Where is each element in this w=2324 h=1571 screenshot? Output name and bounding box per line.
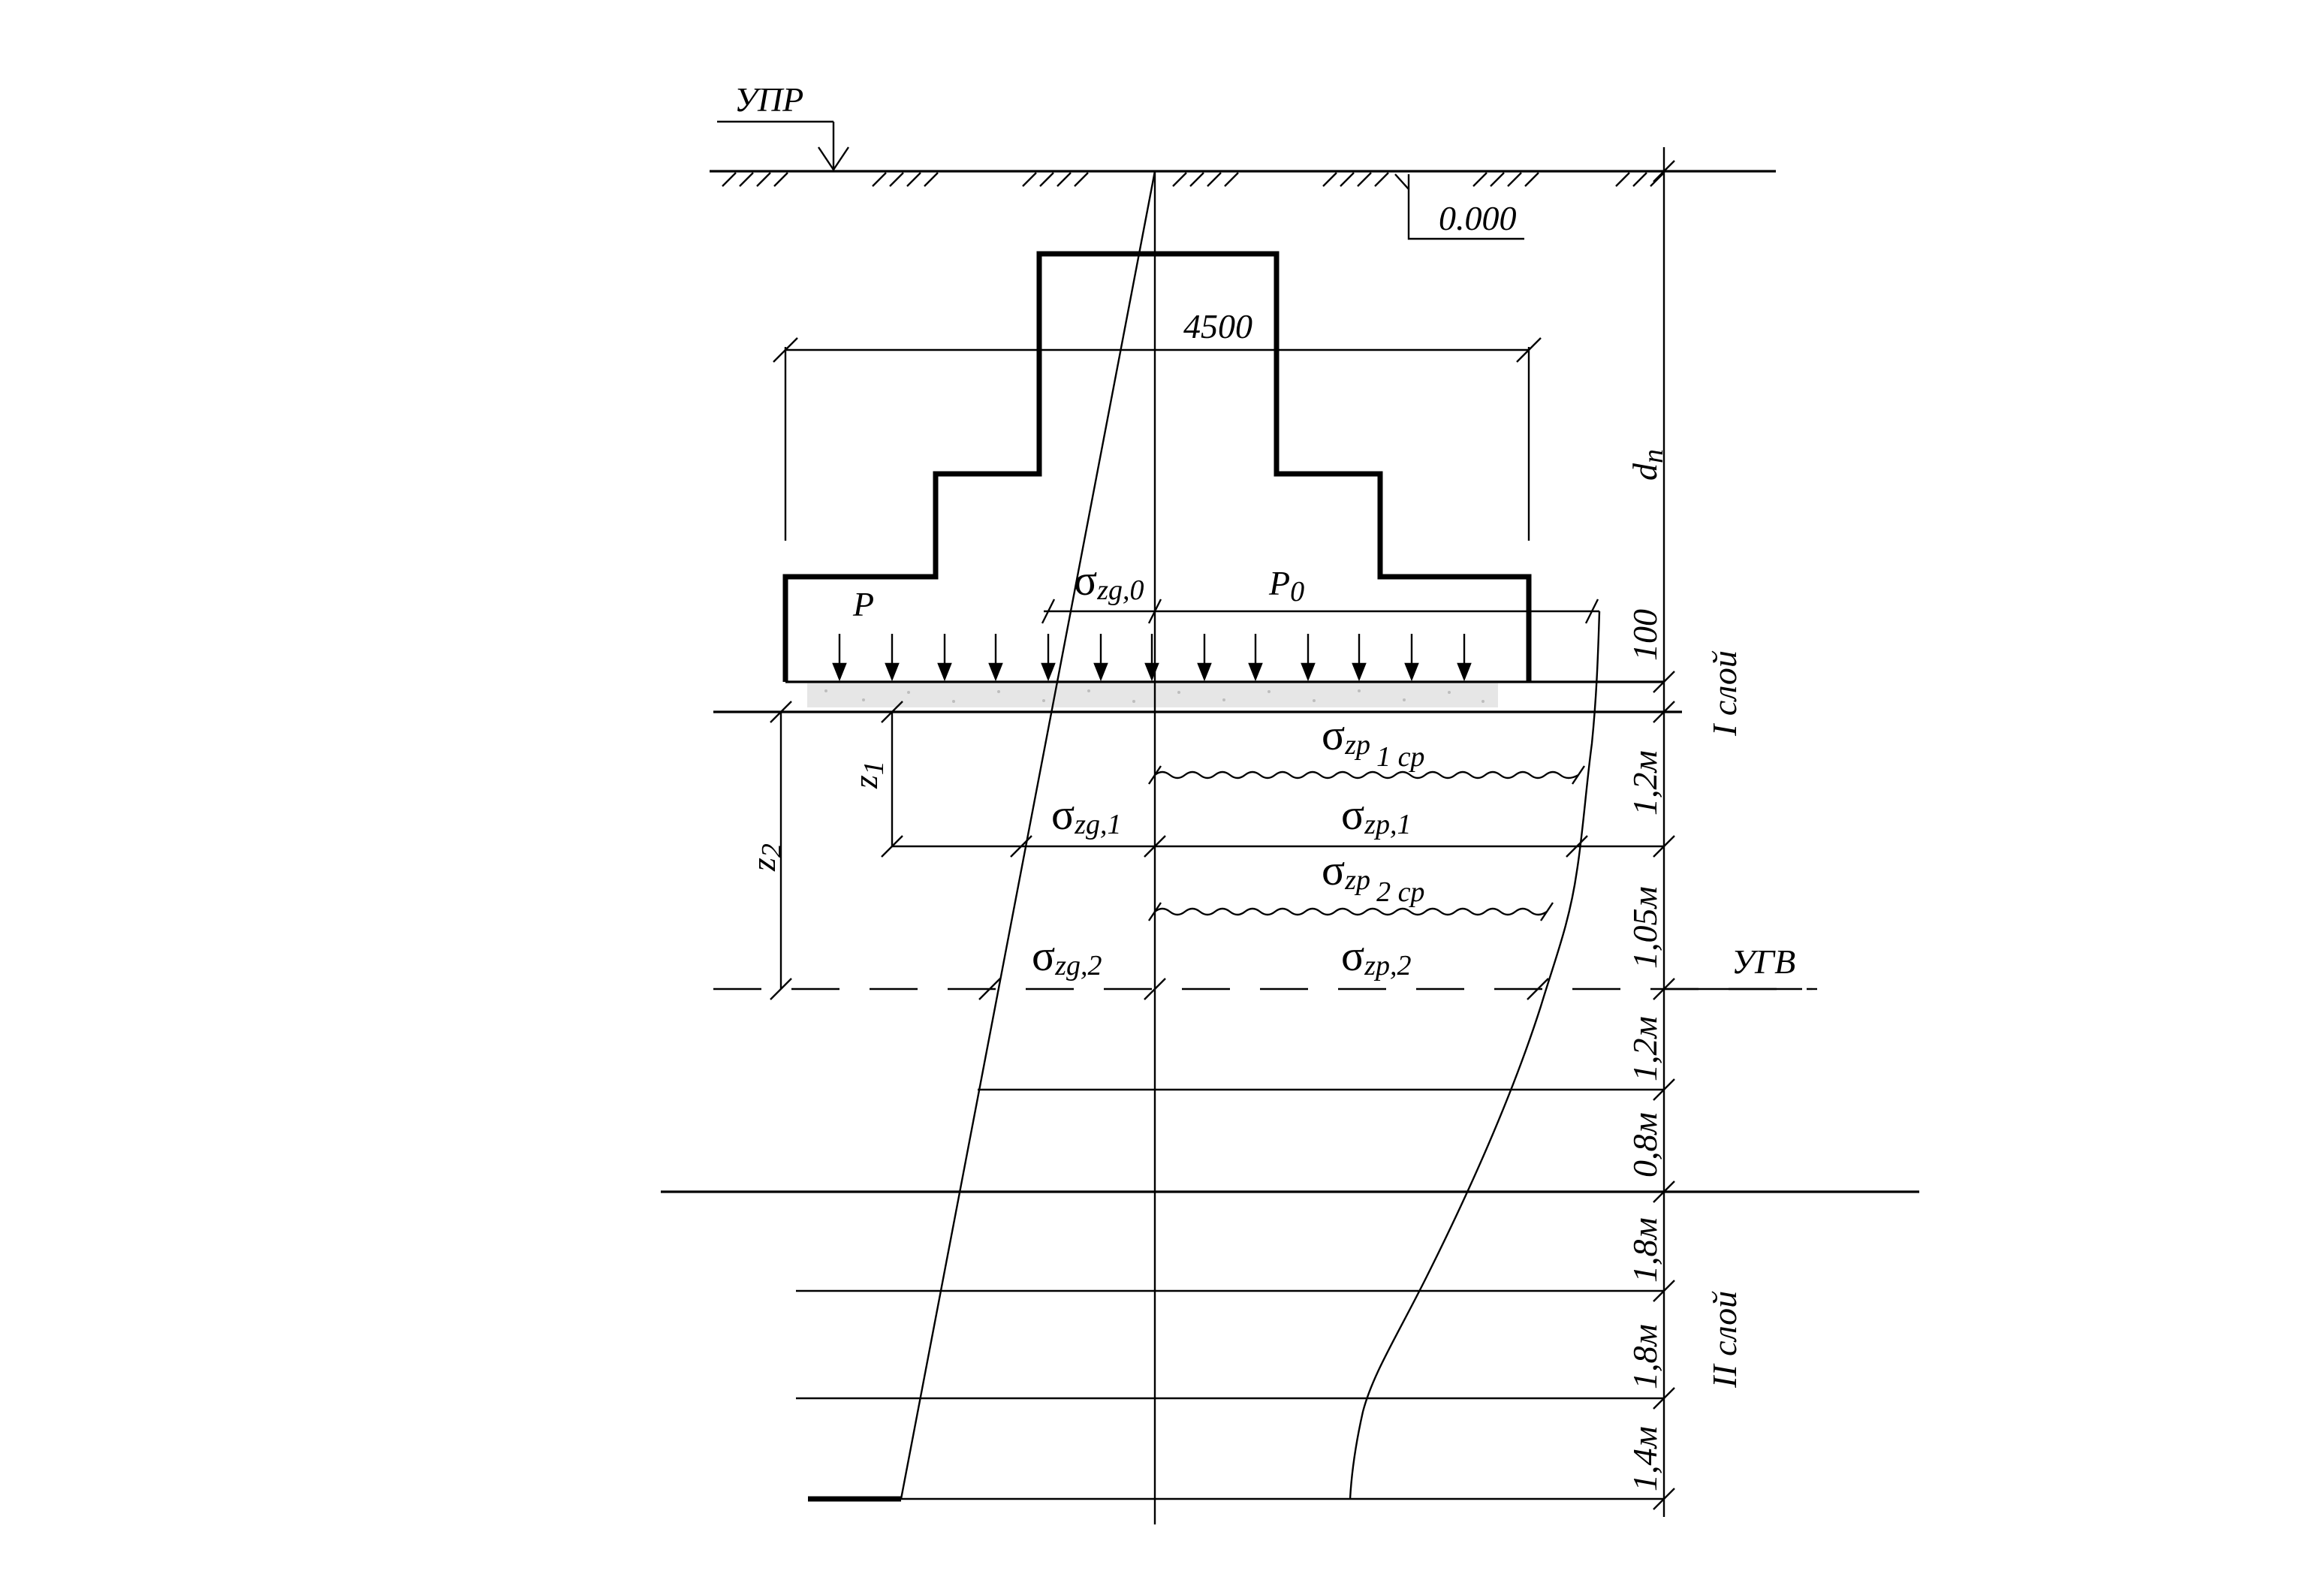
sigma-zp-diagram-curve bbox=[1349, 611, 1601, 1500]
width-dimension: 4500 bbox=[773, 307, 1542, 541]
pad-thickness-label: 100 bbox=[1626, 609, 1664, 661]
svg-text:z1: z1 bbox=[846, 761, 890, 789]
dn-subscript: n bbox=[1638, 449, 1669, 463]
sigma-zp1cp-symbol: σ bbox=[1322, 710, 1345, 759]
svg-text:z2: z2 bbox=[744, 843, 788, 872]
p0-label: P bbox=[1268, 564, 1290, 602]
svg-text:dn: dn bbox=[1626, 449, 1669, 481]
upr-label: УПР bbox=[734, 80, 803, 119]
sigma-zg1-symbol: σ bbox=[1051, 790, 1075, 839]
dn-label: d bbox=[1626, 463, 1664, 481]
sigma-zp1-subscript: zp,1 bbox=[1364, 809, 1411, 840]
svg-text:σzp,1: σzp,1 bbox=[1341, 790, 1412, 840]
svg-text:σzg,1: σzg,1 bbox=[1051, 790, 1122, 840]
sigma-zg0-subscript: zg,0 bbox=[1096, 574, 1144, 606]
layer-thickness-1: 1,2м bbox=[1626, 750, 1664, 816]
z2-subscript: 2 bbox=[756, 843, 788, 858]
z1-subscript: 1 bbox=[858, 761, 890, 775]
sigma-zp1cp-sub-b: 1 ср bbox=[1376, 741, 1424, 773]
ground-hatching bbox=[722, 172, 1665, 187]
sigma-zp1cp-sub-a: zp bbox=[1344, 729, 1370, 761]
svg-text:σzp,2: σzp,2 bbox=[1341, 931, 1412, 981]
sigma-zp2-symbol: σ bbox=[1341, 931, 1364, 980]
right-dimension-chain: dn 100 1,2м 1,05м 1,2м 0,8м 1,8м 1,8м 1,… bbox=[1626, 147, 1675, 1517]
sigma-zg0-p0-dimension: σzg,0 P0 bbox=[1041, 556, 1599, 624]
layer-thickness-7: 1,4м bbox=[1626, 1426, 1664, 1491]
sigma-zp2cp-sub-a: zp bbox=[1344, 864, 1370, 896]
sigma-zp2-subscript: zp,2 bbox=[1364, 950, 1411, 981]
stress-level-1: σzg,1 σzp,1 bbox=[1010, 790, 1588, 858]
z1-label: z bbox=[846, 775, 885, 789]
load-arrows: P bbox=[832, 585, 1472, 682]
layer-thickness-5: 1,8м bbox=[1626, 1217, 1664, 1283]
svg-text:σzg,0: σzg,0 bbox=[1074, 556, 1144, 606]
upr-marker: УПР bbox=[717, 80, 849, 172]
sigma-zg1-subscript: zg,1 bbox=[1074, 809, 1121, 840]
layer-thickness-4: 0,8м bbox=[1626, 1112, 1664, 1177]
sigma-zp1-symbol: σ bbox=[1341, 790, 1364, 839]
zero-elevation-label: 0.000 bbox=[1439, 199, 1517, 237]
layer-thickness-3: 1,2м bbox=[1626, 1016, 1664, 1081]
foundation-outline bbox=[782, 251, 1532, 682]
sand-cushion bbox=[807, 683, 1498, 707]
ugv-label: УГВ bbox=[1732, 942, 1795, 981]
sand-cushion-texture bbox=[824, 689, 1485, 703]
ground-surface bbox=[710, 170, 1776, 187]
sigma-zp2cp-sub-b: 2 ср bbox=[1376, 876, 1424, 908]
svg-text:P0: P0 bbox=[1268, 564, 1304, 608]
ugv-marker: УГВ bbox=[1664, 942, 1802, 991]
sigma-zg2-symbol: σ bbox=[1032, 931, 1055, 980]
sigma-zp2cp-symbol: σ bbox=[1322, 846, 1345, 894]
load-p-label: P bbox=[852, 585, 874, 623]
sigma-zg0-symbol: σ bbox=[1074, 556, 1097, 605]
layer-thickness-2: 1,05м bbox=[1626, 886, 1664, 969]
sigma-zg2-subscript: zg,2 bbox=[1054, 950, 1102, 981]
stress-level-2: σzg,2 σzp,2 bbox=[978, 931, 1549, 1000]
layer-2-label: II слой bbox=[1705, 1291, 1744, 1389]
z-dimensions: z1 z2 bbox=[744, 701, 903, 1000]
zero-elevation-marker: 0.000 bbox=[1394, 173, 1524, 240]
sigma-zg-diagram-line bbox=[900, 170, 1156, 1500]
width-dimension-label: 4500 bbox=[1183, 307, 1252, 345]
z2-label: z bbox=[744, 858, 782, 872]
p0-subscript: 0 bbox=[1290, 576, 1304, 608]
svg-text:σzg,2: σzg,2 bbox=[1032, 931, 1102, 981]
layer-thickness-6: 1,8м bbox=[1626, 1324, 1664, 1389]
layer-1-label: I слой bbox=[1705, 650, 1744, 737]
